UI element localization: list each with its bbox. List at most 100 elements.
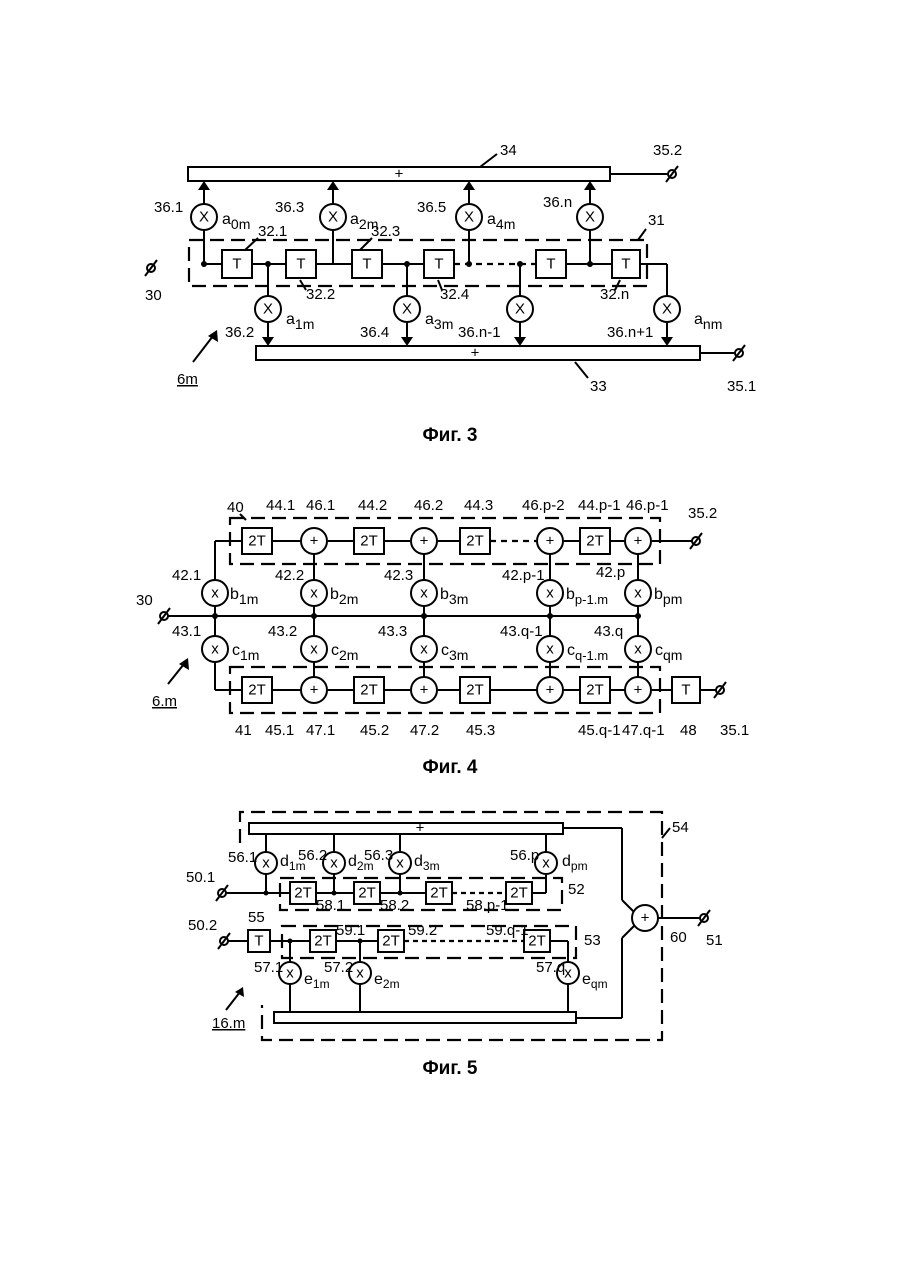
svg-text:2T: 2T [248,682,266,699]
label-32-1: 32.1 [258,223,287,240]
label-35-1-fig4: 35.1 [720,722,749,739]
label-30-fig4: 30 [136,592,153,609]
label-47-q-1: 47.q-1 [622,722,665,739]
coef-b2m: b2m [330,586,358,607]
label-51: 51 [706,932,723,949]
svg-text:2T: 2T [314,933,332,950]
svg-text:T: T [681,682,690,699]
delay-45-2: 2T [354,677,384,703]
figure-5: 54 + + 51 60 52 50.1 2T 2T 2T 2T 58.1 58… [186,812,723,1079]
label-43-1: 43.1 [172,623,201,640]
svg-text:2T: 2T [586,533,604,550]
delay-32-2: T [286,250,316,278]
label-47-1: 47.1 [306,722,335,739]
svg-text:+: + [420,533,429,550]
multiplier-56-1: x [255,834,277,896]
label-56-p: 56.p [510,847,539,864]
multiplier-36-2: X [255,261,281,346]
label-42-3: 42.3 [384,567,413,584]
multiplier-36-4: X [394,261,420,346]
svg-text:2T: 2T [360,682,378,699]
coef-cq-1m: cq-1.m [567,642,608,663]
svg-text:T: T [434,256,443,273]
svg-text:2T: 2T [528,933,546,950]
label-57-q: 57.q [536,959,565,976]
svg-text:x: x [546,641,554,658]
svg-text:2T: 2T [294,885,312,902]
label-46-2: 46.2 [414,497,443,514]
svg-text:x: x [330,855,338,872]
multiplier-56-2: x [323,834,345,896]
label-36-2: 36.2 [225,324,254,341]
delay-32-3: T [352,250,382,278]
coef-b1m: b1m [230,586,258,607]
svg-text:x: x [211,641,219,658]
delay-58-2: 2T [426,882,452,904]
svg-text:T: T [232,256,241,273]
label-59-q-1: 59.q-1 [486,922,529,939]
delay-59-2: 2T [378,930,404,952]
label-33: 33 [590,378,607,395]
delay-45-3: 2T [460,677,490,703]
terminal-35-1 [733,345,745,361]
adder-46-p-2: + [537,528,563,554]
delay-44-1: 2T [242,528,272,554]
terminal-35-1-fig4 [714,682,726,698]
bus-33-plus: + [471,345,480,362]
label-36-n+1: 36.n+1 [607,324,653,341]
label-44-p-1: 44.p-1 [578,497,621,514]
delay-58-1: 2T [354,882,380,904]
label-30: 30 [145,287,162,304]
svg-text:+: + [634,533,643,550]
terminal-35-2-fig4 [690,533,702,549]
adder-47-3: + [537,677,563,703]
delay-32-5: T [536,250,566,278]
delay-44-3: 2T [460,528,490,554]
svg-text:2T: 2T [430,885,448,902]
label-56-1: 56.1 [228,849,257,866]
label-57-2: 57.2 [324,959,353,976]
svg-text:x: x [211,585,219,602]
svg-text:+: + [634,682,643,699]
svg-text:2T: 2T [382,933,400,950]
multiplier-42-1: x [202,580,228,619]
coef-c1m: c1m [232,642,259,663]
coef-bpm: bpm [654,586,682,607]
label-44-2: 44.2 [358,497,387,514]
label-32-2: 32.2 [306,286,335,303]
label-42-p-1: 42.p-1 [502,567,545,584]
multiplier-56-3: x [389,834,411,896]
coef-bp-1m: bp-1.m [566,586,608,607]
delay-44-2: 2T [354,528,384,554]
label-6m: 6m [177,371,198,388]
multiplier-43-q: x [625,616,651,678]
label-44-1: 44.1 [266,497,295,514]
svg-text:2T: 2T [358,885,376,902]
label-43-q: 43.q [594,623,623,640]
bus-top-plus: + [416,820,425,837]
svg-text:2T: 2T [466,533,484,550]
label-53: 53 [584,932,601,949]
multiplier-36-n+1: X [654,296,680,346]
label-52: 52 [568,881,585,898]
delay-45-q-1: 2T [580,677,610,703]
label-43-q-1: 43.q-1 [500,623,543,640]
delay-55: T [248,930,270,952]
coef-cqm: cqm [655,642,682,663]
label-32-4: 32.4 [440,286,469,303]
label-46-p-1: 46.p-1 [626,497,669,514]
svg-text:T: T [296,256,305,273]
delay-58-0: 2T [290,882,316,904]
figure-3: + 35.2 34 + 35.1 33 31 30 T T T T T T 32… [145,142,756,446]
svg-text:+: + [546,533,555,550]
adder-60: + [632,905,658,931]
svg-text:x: x [310,641,318,658]
multiplier-43-2: x [301,616,327,678]
multiplier-36-5: X [456,181,482,267]
coef-b3m: b3m [440,586,468,607]
coef-a3m: a3m [425,311,453,332]
svg-text:x: x [396,855,404,872]
caption-fig5: Фиг. 5 [422,1058,477,1079]
coef-d3m: d3m [414,853,440,873]
label-41: 41 [235,722,252,739]
